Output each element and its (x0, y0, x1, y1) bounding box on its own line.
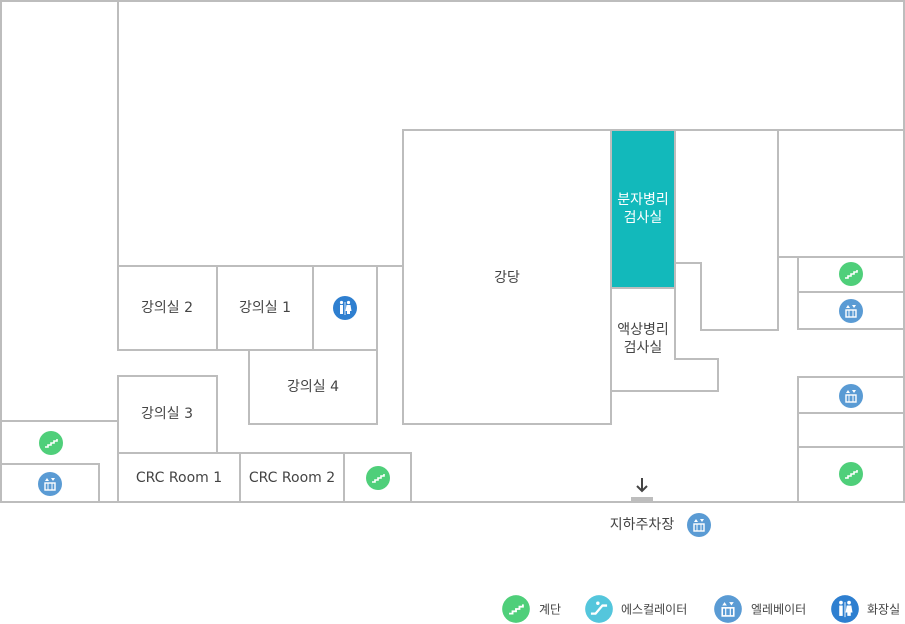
room-lecture4 (248, 349, 378, 425)
room-label-crc1: CRC Room 1 (135, 470, 223, 486)
legend-stairs-label: 계단 (539, 602, 562, 617)
room-stairs-center (343, 452, 412, 503)
stairs-icon (838, 261, 864, 287)
legend-escalator-icon (584, 594, 614, 624)
legend-escalator-label: 에스컬레이터 (621, 602, 688, 617)
room-label-lecture3: 강의실 3 (141, 406, 193, 422)
legend-elevator-icon (713, 594, 743, 624)
elevator-icon (838, 298, 864, 324)
elevator-icon (686, 512, 712, 538)
room-label-lecture2: 강의실 2 (141, 300, 193, 316)
stairs-icon (365, 465, 391, 491)
legend-restroom-icon (830, 594, 860, 624)
legend-elevator-label: 엘레베이터 (751, 602, 807, 617)
building-outline (0, 0, 905, 503)
room-label-liquid-pathology: 액상병리 검사실 (617, 322, 669, 356)
room-liquid-pathology (610, 287, 719, 392)
room-label-lecture1: 강의실 1 (239, 300, 291, 316)
parking-label: 지하주차장 (609, 517, 675, 533)
elevator-icon (37, 471, 63, 497)
stairs-icon (838, 461, 864, 487)
room-label-molecular-pathology: 분자병리 검사실 (617, 192, 669, 226)
highlight-molecular-pathology (612, 131, 674, 287)
restroom-icon (332, 295, 358, 321)
elevator-icon (838, 383, 864, 409)
room-label-lecture4: 강의실 4 (287, 379, 339, 395)
parking-entrance-bar (631, 497, 653, 503)
legend-stairs-icon (501, 594, 531, 624)
stairs-icon (38, 430, 64, 456)
room-label-auditorium: 강당 (494, 270, 520, 286)
legend-restroom-label: 화장실 (867, 602, 901, 617)
arrow-down-icon (636, 478, 648, 493)
room-label-crc2: CRC Room 2 (248, 470, 336, 486)
